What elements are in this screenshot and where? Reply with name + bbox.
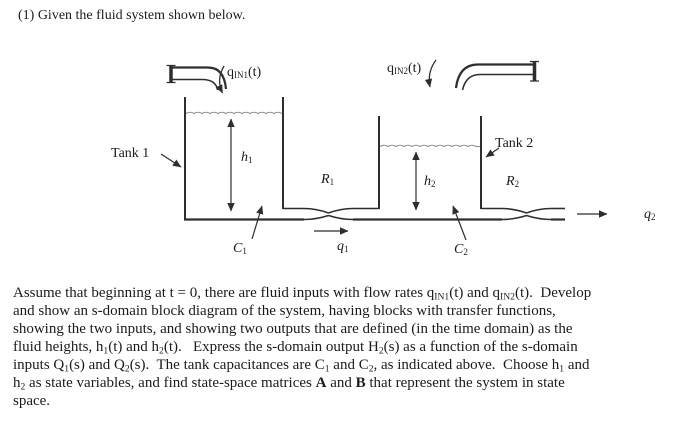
tank2-pointer-arrow — [485, 147, 500, 158]
label-c1: C1 — [233, 241, 247, 257]
paragraph-line-7: space. — [13, 393, 51, 409]
paragraph-line-4: fluid heights, h1(t) and h2(t). Express … — [13, 339, 578, 357]
paragraph-line-6: h2 as state variables, and find state-sp… — [13, 375, 565, 393]
problem-paragraph: Assume that beginning at t = 0, there ar… — [13, 284, 681, 410]
label-r2: R2 — [506, 174, 520, 190]
fluid-system-diagram: qIN1(t) qIN2(t) Tank 1 Tank 2 h1 h2 R1 R… — [0, 50, 681, 285]
water-level-1 — [185, 111, 283, 115]
valve-r2 — [501, 207, 552, 221]
flow-arrow-in1 — [215, 65, 225, 94]
inlet-pipe-1 — [171, 66, 228, 91]
flow-arrow-in2 — [424, 59, 437, 88]
diagram-drawing — [160, 59, 608, 241]
label-qin1: qIN1(t) — [227, 65, 262, 81]
label-h1: h1 — [241, 150, 253, 166]
label-q2: q2 — [644, 207, 656, 223]
paragraph-line-5: inputs Q1(s) and Q2(s). The tank capacit… — [13, 357, 590, 375]
paragraph-line-3: showing the two inputs, and showing two … — [13, 321, 573, 337]
problem-title: (1) Given the fluid system shown below. — [18, 8, 246, 23]
pipe-flange-1 — [166, 64, 176, 84]
valve-r1 — [303, 207, 354, 221]
label-r1: R1 — [321, 172, 335, 188]
pipe-flange-2 — [530, 60, 539, 82]
label-h2: h2 — [424, 174, 436, 190]
c1-pointer-arrow — [251, 205, 264, 240]
label-tank2: Tank 2 — [495, 136, 534, 151]
label-c2: C2 — [454, 242, 468, 258]
paragraph-line-1: Assume that beginning at t = 0, there ar… — [13, 285, 592, 303]
water-level-2 — [379, 144, 480, 148]
inlet-pipe-2 — [454, 63, 534, 91]
c2-pointer-arrow — [452, 205, 467, 241]
label-qin2: qIN2(t) — [387, 61, 422, 77]
paragraph-line-2: and show an s-domain block diagram of th… — [13, 303, 556, 319]
tank1-pointer-arrow — [160, 153, 182, 168]
label-q1: q1 — [337, 239, 349, 255]
label-tank1: Tank 1 — [111, 146, 150, 161]
